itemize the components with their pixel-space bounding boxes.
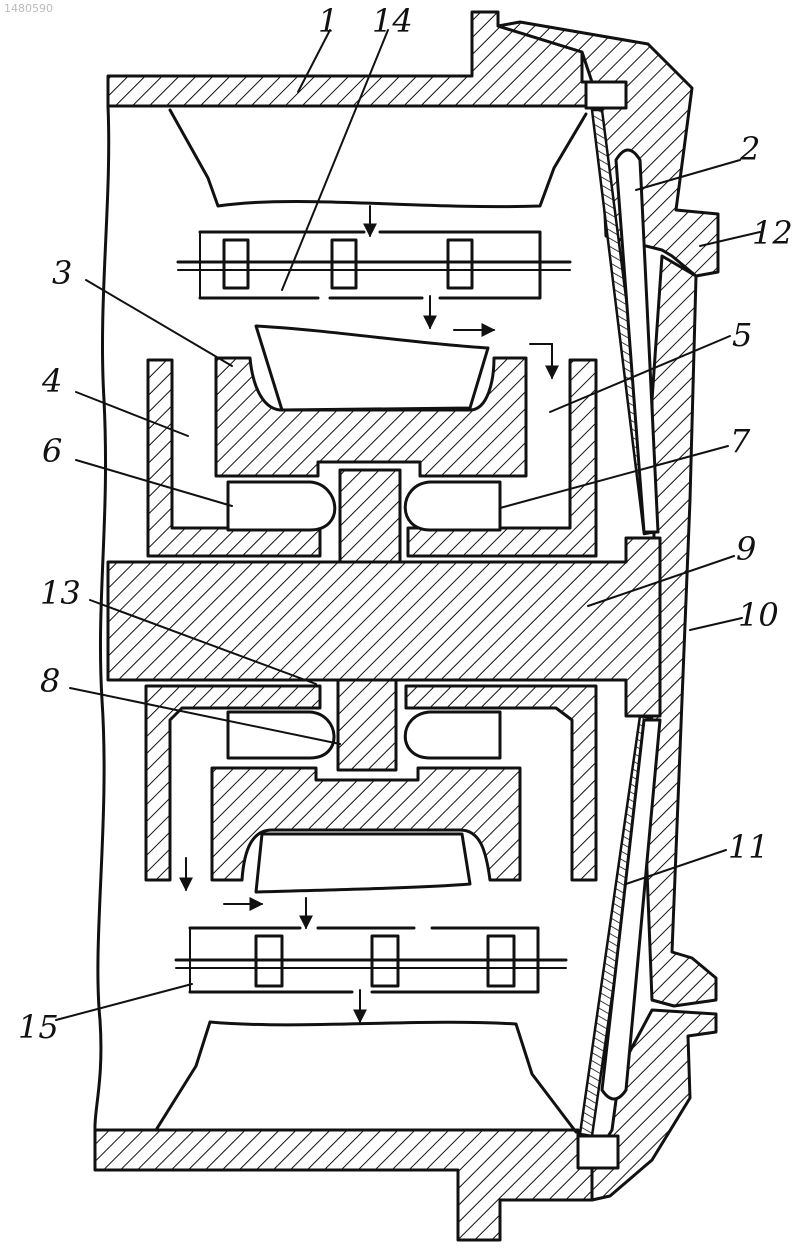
- lower-rotor-blade: [256, 834, 470, 892]
- upper-bearing-frame: [200, 232, 540, 298]
- lower-stator-shape: [156, 1022, 576, 1132]
- shaft-lower-boss: [338, 680, 396, 770]
- upper-stator-shape: [170, 110, 586, 207]
- scan-id: 1480590: [4, 2, 53, 15]
- callout-15: 15: [18, 1008, 59, 1046]
- callout-10: 10: [738, 596, 779, 634]
- shaft-upper-boss: [340, 470, 400, 562]
- top-end-block: [586, 82, 626, 108]
- upper-roller-1: [224, 240, 248, 288]
- lower-right-cushion: [405, 712, 500, 758]
- callout-6: 6: [42, 432, 62, 470]
- upper-roller-2: [332, 240, 356, 288]
- callout-1: 1: [318, 2, 338, 40]
- callout-12: 12: [752, 214, 793, 252]
- housing-bottom-wall: [95, 1130, 592, 1240]
- upper-rotor-blade: [256, 326, 488, 410]
- upper-right-cushion: [405, 482, 500, 530]
- callout-2: 2: [739, 130, 760, 168]
- callout-3: 3: [52, 254, 72, 292]
- lower-stator: [156, 858, 576, 1132]
- callout-9: 9: [736, 530, 756, 568]
- upper-roller-3: [448, 240, 472, 288]
- arrow-down-3: [530, 344, 552, 378]
- lower-left-cushion: [228, 712, 334, 758]
- callout-4: 4: [41, 362, 62, 400]
- callout-5: 5: [732, 316, 752, 354]
- callout-8: 8: [40, 662, 60, 700]
- callout-7: 7: [730, 422, 751, 460]
- callout-11: 11: [728, 828, 769, 866]
- callout-13: 13: [40, 574, 81, 612]
- bottom-end-block: [578, 1136, 618, 1168]
- callout-14: 14: [372, 2, 413, 40]
- upper-left-cushion: [228, 482, 335, 530]
